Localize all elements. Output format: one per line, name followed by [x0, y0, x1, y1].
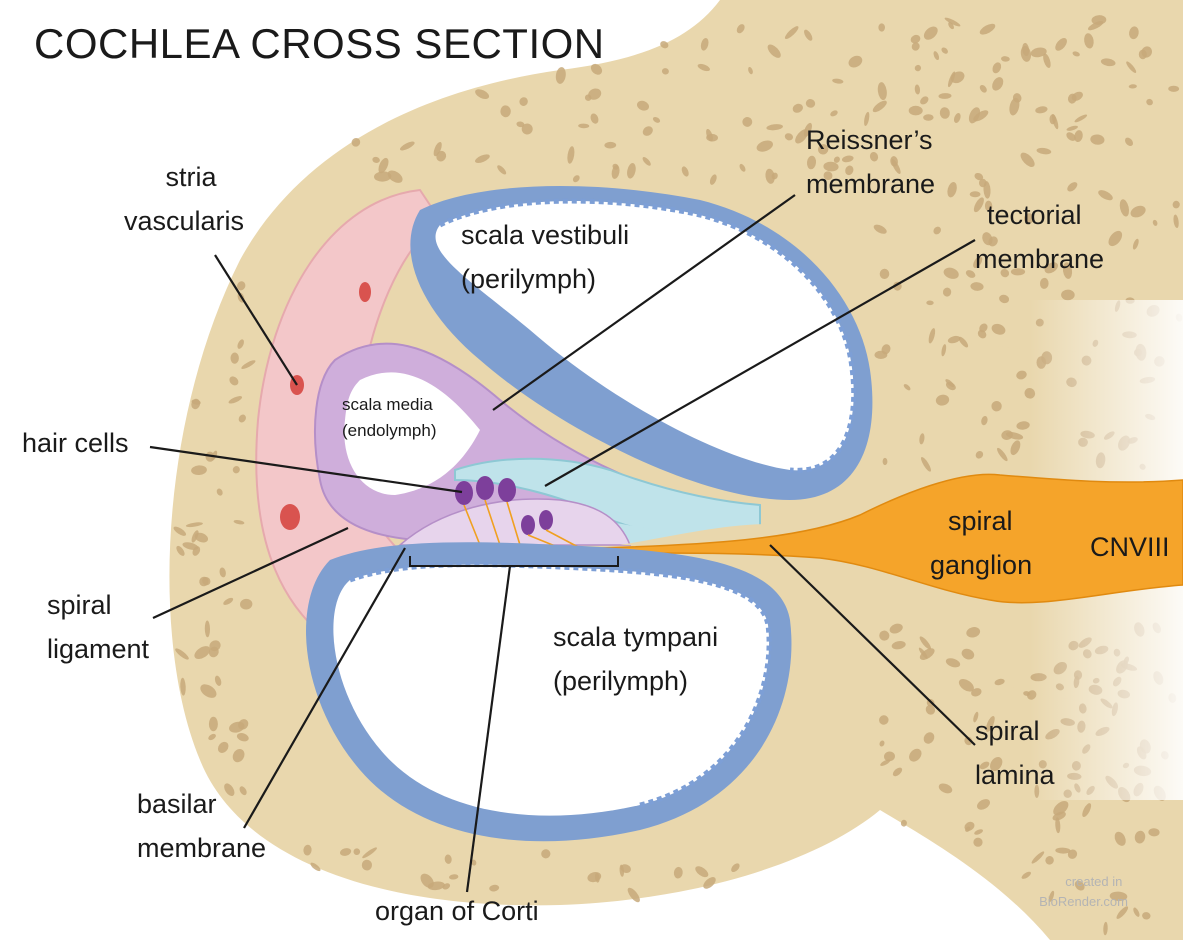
bone-pore — [973, 838, 982, 847]
diagram-title: COCHLEA CROSS SECTION — [34, 20, 605, 67]
label-organ-of-corti: organ of Corti — [375, 896, 539, 926]
bone-pore — [1050, 114, 1056, 124]
label-stria-vascularis: stria vascularis — [124, 162, 244, 236]
bone-pore — [970, 191, 981, 197]
bone-pore — [979, 179, 987, 187]
label-spiral-ligament: spiral ligament — [47, 590, 150, 664]
bone-pore — [875, 351, 888, 359]
bone-pore — [209, 717, 218, 731]
bone-pore — [909, 106, 923, 116]
label-hair-cells: hair cells — [22, 428, 129, 458]
label-cnviii: CNVIII — [1090, 532, 1170, 562]
